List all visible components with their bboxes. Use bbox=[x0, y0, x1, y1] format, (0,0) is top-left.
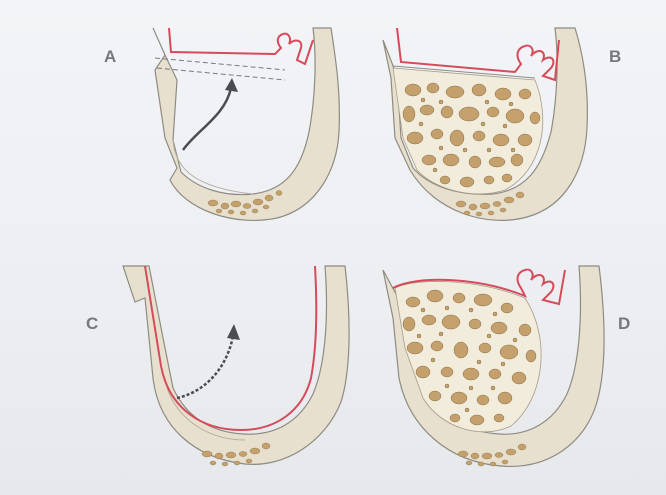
panel-label-b: B bbox=[609, 47, 621, 67]
panel-label-d: D bbox=[618, 314, 630, 334]
elevation-arrow bbox=[183, 88, 231, 150]
bone-wall bbox=[153, 28, 339, 220]
elevation-arrow-head bbox=[225, 78, 238, 92]
elevation-arrow-head bbox=[227, 324, 240, 340]
panel-b bbox=[375, 20, 605, 235]
panel-c-drawing bbox=[115, 258, 355, 488]
sinus-membrane bbox=[169, 28, 313, 64]
panel-d-drawing bbox=[375, 258, 615, 488]
panel-c bbox=[115, 258, 355, 488]
panel-a bbox=[135, 20, 355, 235]
elevation-arrow bbox=[177, 336, 233, 398]
panel-d bbox=[375, 258, 615, 488]
panel-a-drawing bbox=[135, 20, 355, 235]
panel-label-a: A bbox=[104, 47, 116, 67]
panel-b-drawing bbox=[375, 20, 605, 235]
panel-label-c: C bbox=[86, 314, 98, 334]
